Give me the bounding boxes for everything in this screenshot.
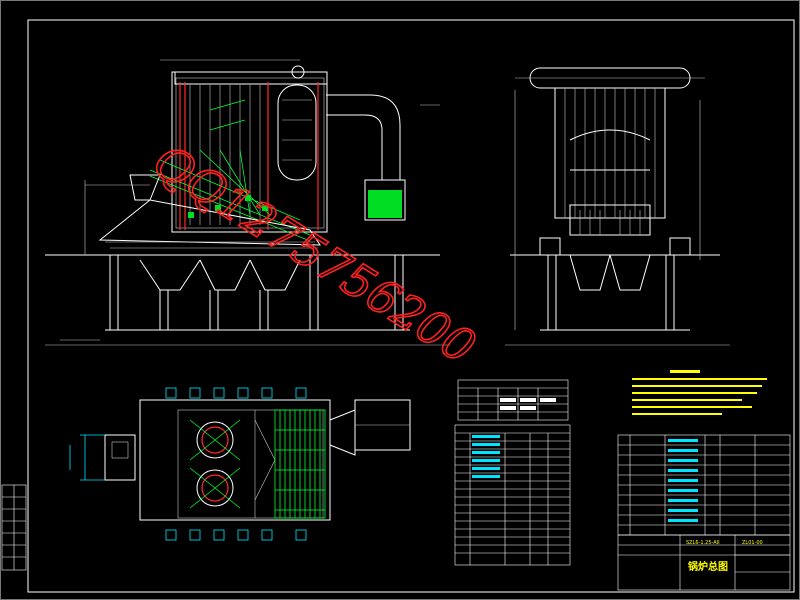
spec-table	[454, 424, 571, 566]
side-elevation-view	[505, 67, 730, 346]
parts-list-table	[617, 434, 791, 536]
title-block	[617, 534, 791, 591]
front-elevation-view	[45, 59, 450, 346]
binding-strip	[1, 484, 27, 571]
sheet-title: 锅炉总图	[688, 560, 728, 573]
sheet-frame	[27, 19, 795, 593]
drawing-code: SZL6-1.25-AII	[686, 540, 720, 546]
parameter-table	[457, 379, 569, 421]
plan-view	[69, 387, 411, 541]
sheet-number: ZL01-00	[742, 540, 763, 546]
technical-notes	[632, 370, 767, 415]
